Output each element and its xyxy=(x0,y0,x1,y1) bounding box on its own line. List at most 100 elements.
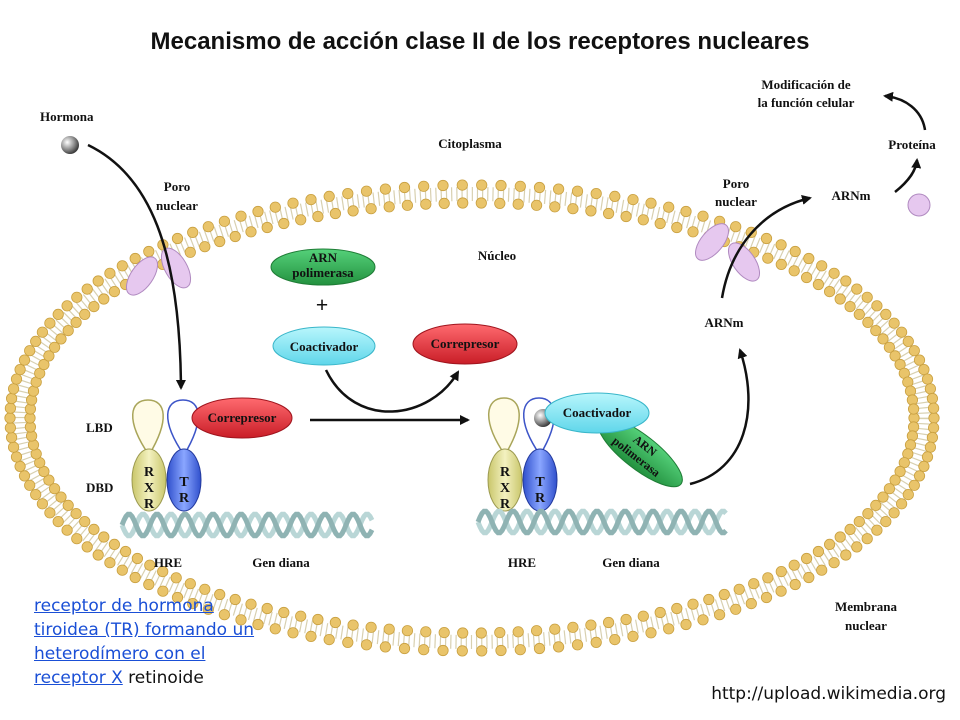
membrane-lipid-head xyxy=(379,641,391,653)
membrane-lipid-head xyxy=(10,373,23,385)
coactivador-oval-top: Coactivador xyxy=(272,326,376,366)
svg-text:R: R xyxy=(535,491,546,506)
membrane-lipid-head xyxy=(278,217,290,230)
membrane-lipid-head xyxy=(514,644,526,656)
svg-text:Coactivador: Coactivador xyxy=(563,405,632,420)
membrane-lipid-head xyxy=(567,203,579,215)
svg-text:R: R xyxy=(500,497,511,512)
svg-text:polimerasa: polimerasa xyxy=(292,265,354,280)
label-hre-left: HRE xyxy=(154,555,182,570)
membrane-lipid-head xyxy=(800,552,813,565)
membrane-lipid-head xyxy=(187,597,199,610)
membrane-lipid-head xyxy=(48,483,61,495)
membrane-lipid-head xyxy=(788,265,800,277)
membrane-lipid-head xyxy=(14,363,26,376)
membrane-lipid-head xyxy=(171,232,184,245)
membrane-lipid-head xyxy=(214,588,226,601)
membrane-lipid-head xyxy=(79,515,91,528)
caption-link[interactable]: receptor de hormona tiroidea (TR) forman… xyxy=(34,596,255,688)
membrane-lipid-head xyxy=(924,383,937,395)
membrane-lipid-head xyxy=(278,606,290,619)
membrane-lipid-head xyxy=(18,354,31,366)
membrane-lipid-head xyxy=(514,180,526,192)
membrane-lipid-head xyxy=(862,507,874,520)
svg-text:R: R xyxy=(144,497,155,512)
membrane-lipid-head xyxy=(590,636,602,649)
membrane-lipid-head xyxy=(928,412,940,424)
membrane-lipid-head xyxy=(88,523,100,536)
membrane-lipid-head xyxy=(108,285,121,298)
membrane-lipid-head xyxy=(438,197,450,209)
membrane-lipid-head xyxy=(871,524,883,536)
membrane-lipid-head xyxy=(24,479,36,491)
membrane-lipid-head xyxy=(245,598,257,610)
membrane-lipid-head xyxy=(347,205,359,217)
membrane-lipid-head xyxy=(609,190,621,202)
membrane-lipid-head xyxy=(6,392,18,405)
membrane-lipid-head xyxy=(645,197,657,209)
membrane-lipid-head xyxy=(61,300,73,312)
membrane-lipid-head xyxy=(295,610,307,622)
coactivador-oval-right: Coactivador xyxy=(544,392,650,434)
svg-text:X: X xyxy=(500,481,510,496)
membrane-lipid-head xyxy=(245,226,257,238)
membrane-lipid-head xyxy=(602,207,615,220)
hormone-path-arrow xyxy=(87,143,186,390)
membrane-lipid-head xyxy=(789,578,801,591)
membrane-lipid-head xyxy=(24,345,36,357)
membrane-lipid-head xyxy=(305,194,317,206)
protein-icon xyxy=(907,193,931,217)
membrane-lipid-head xyxy=(143,245,155,258)
membrane-lipid-head xyxy=(62,324,74,337)
membrane-lipid-head xyxy=(889,474,901,486)
membrane-lipid-head xyxy=(870,324,882,337)
transcription-arrow xyxy=(689,348,750,486)
membrane-lipid-head xyxy=(913,470,926,482)
membrane-lipid-head xyxy=(61,524,73,536)
membrane-lipid-head xyxy=(745,597,757,610)
label-poro-nuclear-right-2: nuclear xyxy=(715,194,757,209)
membrane-lipid-head xyxy=(834,531,846,543)
membrane-lipid-head xyxy=(812,545,825,558)
membrane-lipid-head xyxy=(671,221,683,234)
membrane-lipid-head xyxy=(30,335,42,347)
membrane-lipid-head xyxy=(871,300,883,312)
membrane-lipid-head xyxy=(252,618,264,631)
membrane-lipid-head xyxy=(143,578,155,591)
membrane-lipid-head xyxy=(360,185,373,197)
membrane-lipid-head xyxy=(494,626,506,639)
membrane-lipid-head xyxy=(902,488,914,501)
membrane-lipid-head xyxy=(921,451,934,463)
membrane-lipid-head xyxy=(438,626,450,639)
membrane-lipid-head xyxy=(775,565,787,578)
membrane-lipid-head xyxy=(877,333,889,345)
membrane-lipid-head xyxy=(312,613,324,626)
membrane-lipid-head xyxy=(88,300,100,313)
label-hre-right: HRE xyxy=(508,555,536,570)
membrane-lipid-head xyxy=(342,636,354,649)
membrane-lipid-head xyxy=(38,358,50,371)
label-proteina: Proteína xyxy=(888,137,936,152)
membrane-lipid-head xyxy=(530,199,543,211)
membrane-lipid-head xyxy=(895,326,908,338)
membrane-lipid-head xyxy=(775,239,787,251)
hormone-ball-icon xyxy=(61,136,79,154)
caption-rest: retinoide xyxy=(122,668,204,688)
membrane-lipid-head xyxy=(157,565,169,578)
membrane-lipid-head xyxy=(81,541,93,553)
label-hormona: Hormona xyxy=(40,109,94,124)
membrane-lipid-head xyxy=(549,623,561,635)
svg-text:Correpresor: Correpresor xyxy=(431,336,500,351)
membrane-lipid-head xyxy=(926,392,939,405)
membrane-lipid-head xyxy=(79,308,91,320)
membrane-lipid-head xyxy=(834,293,846,305)
arn-polimerasa-oval-top: ARN polimerasa xyxy=(270,248,376,286)
membrane-lipid-head xyxy=(512,626,524,638)
membrane-lipid-head xyxy=(18,470,31,482)
membrane-lipid-head xyxy=(365,203,377,215)
membrane-lipid-head xyxy=(602,616,615,629)
membrane-lipid-head xyxy=(671,602,683,615)
membrane-lipid-head xyxy=(828,267,840,279)
membrane-lipid-head xyxy=(235,614,247,626)
membrane-lipid-head xyxy=(52,515,64,528)
